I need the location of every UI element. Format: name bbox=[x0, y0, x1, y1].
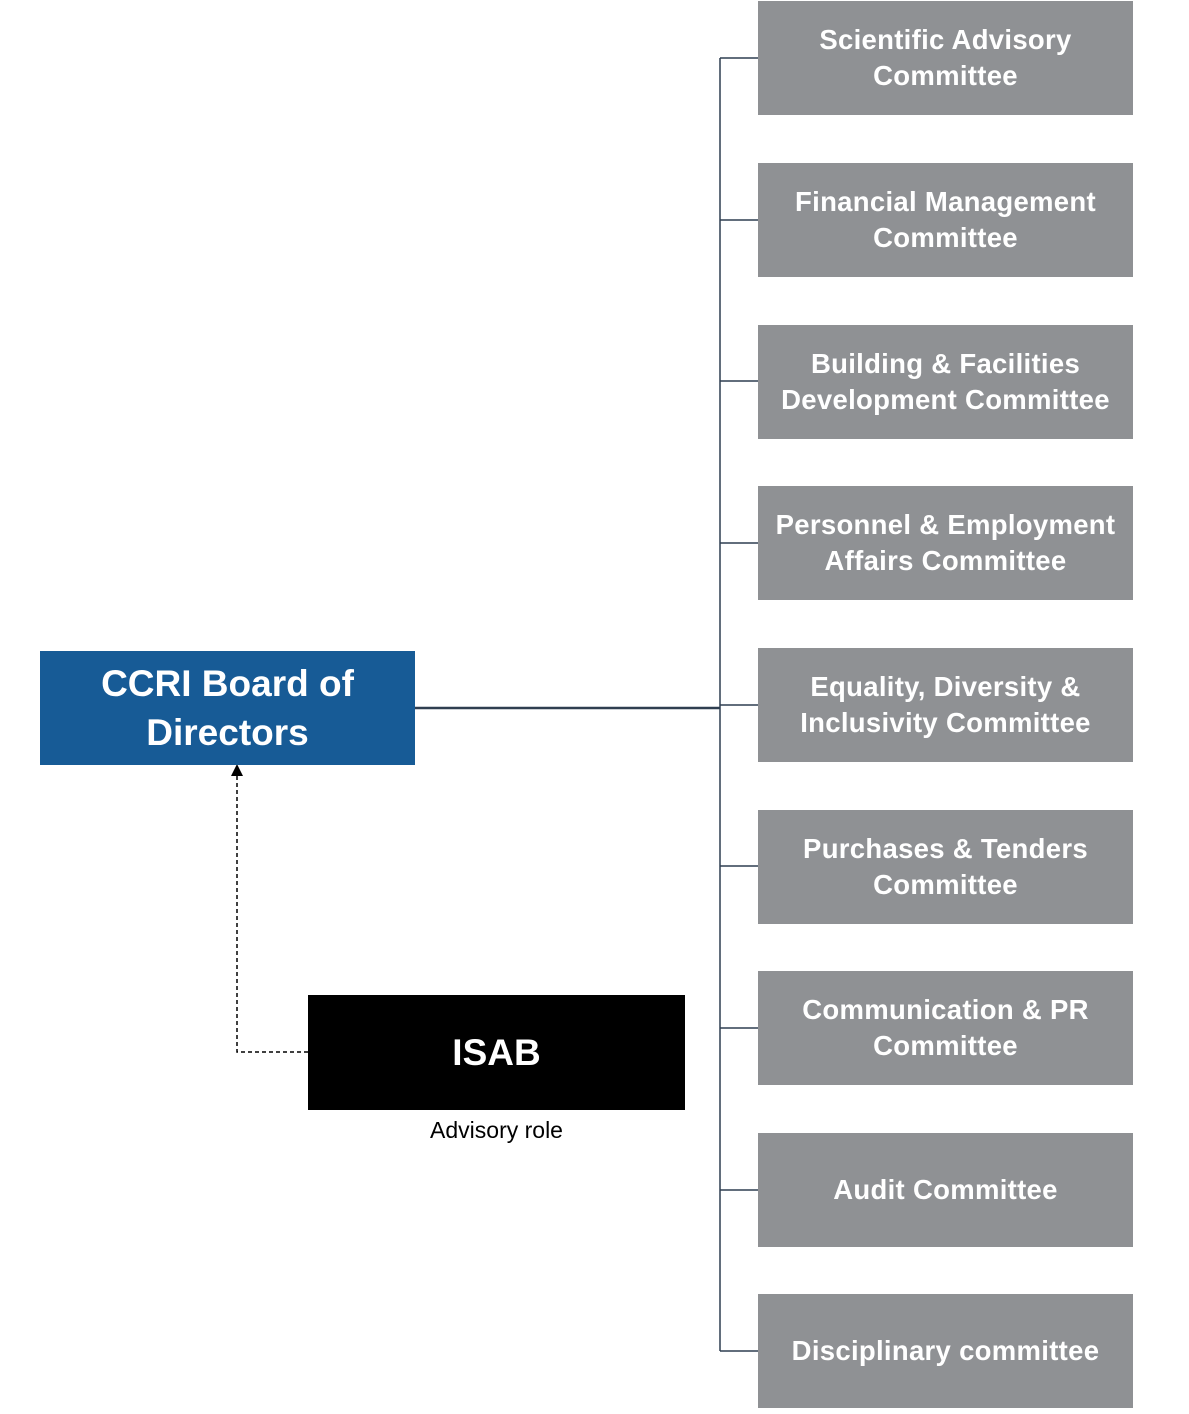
committee-label: Audit Committee bbox=[833, 1174, 1058, 1205]
isab-box: ISAB bbox=[308, 995, 685, 1110]
committee-label: Disciplinary committee bbox=[791, 1335, 1100, 1366]
committee-box-communication-pr: Communication & PR Committee bbox=[758, 971, 1133, 1085]
advisory-dashed-arrow bbox=[231, 764, 308, 1053]
committee-box-financial-management: Financial Management Committee bbox=[758, 163, 1133, 277]
committee-label: Building & Facilities Development Commit… bbox=[781, 348, 1110, 415]
committee-box-building-facilities: Building & Facilities Development Commit… bbox=[758, 325, 1133, 439]
committee-box-equality-diversity: Equality, Diversity & Inclusivity Commit… bbox=[758, 648, 1133, 762]
committee-label: Equality, Diversity & Inclusivity Commit… bbox=[800, 671, 1091, 738]
board-of-directors-label: CCRI Board of Directors bbox=[101, 663, 354, 753]
advisory-role-note: Advisory role bbox=[430, 1117, 563, 1143]
committee-label: Purchases & Tenders Committee bbox=[803, 833, 1088, 900]
committee-box-disciplinary: Disciplinary committee bbox=[758, 1294, 1133, 1408]
committee-label: Communication & PR Committee bbox=[802, 994, 1089, 1061]
board-of-directors-box: CCRI Board of Directors bbox=[40, 651, 415, 765]
committee-box-scientific-advisory: Scientific Advisory Committee bbox=[758, 1, 1133, 115]
committee-box-audit: Audit Committee bbox=[758, 1133, 1133, 1247]
committee-box-purchases-tenders: Purchases & Tenders Committee bbox=[758, 810, 1133, 924]
committee-label: Personnel & Employment Affairs Committee bbox=[775, 509, 1116, 576]
committee-box-personnel-employment: Personnel & Employment Affairs Committee bbox=[758, 486, 1133, 600]
committee-label: Scientific Advisory Committee bbox=[819, 24, 1072, 91]
committee-label: Financial Management Committee bbox=[795, 186, 1096, 253]
isab-label: ISAB bbox=[452, 1031, 541, 1073]
